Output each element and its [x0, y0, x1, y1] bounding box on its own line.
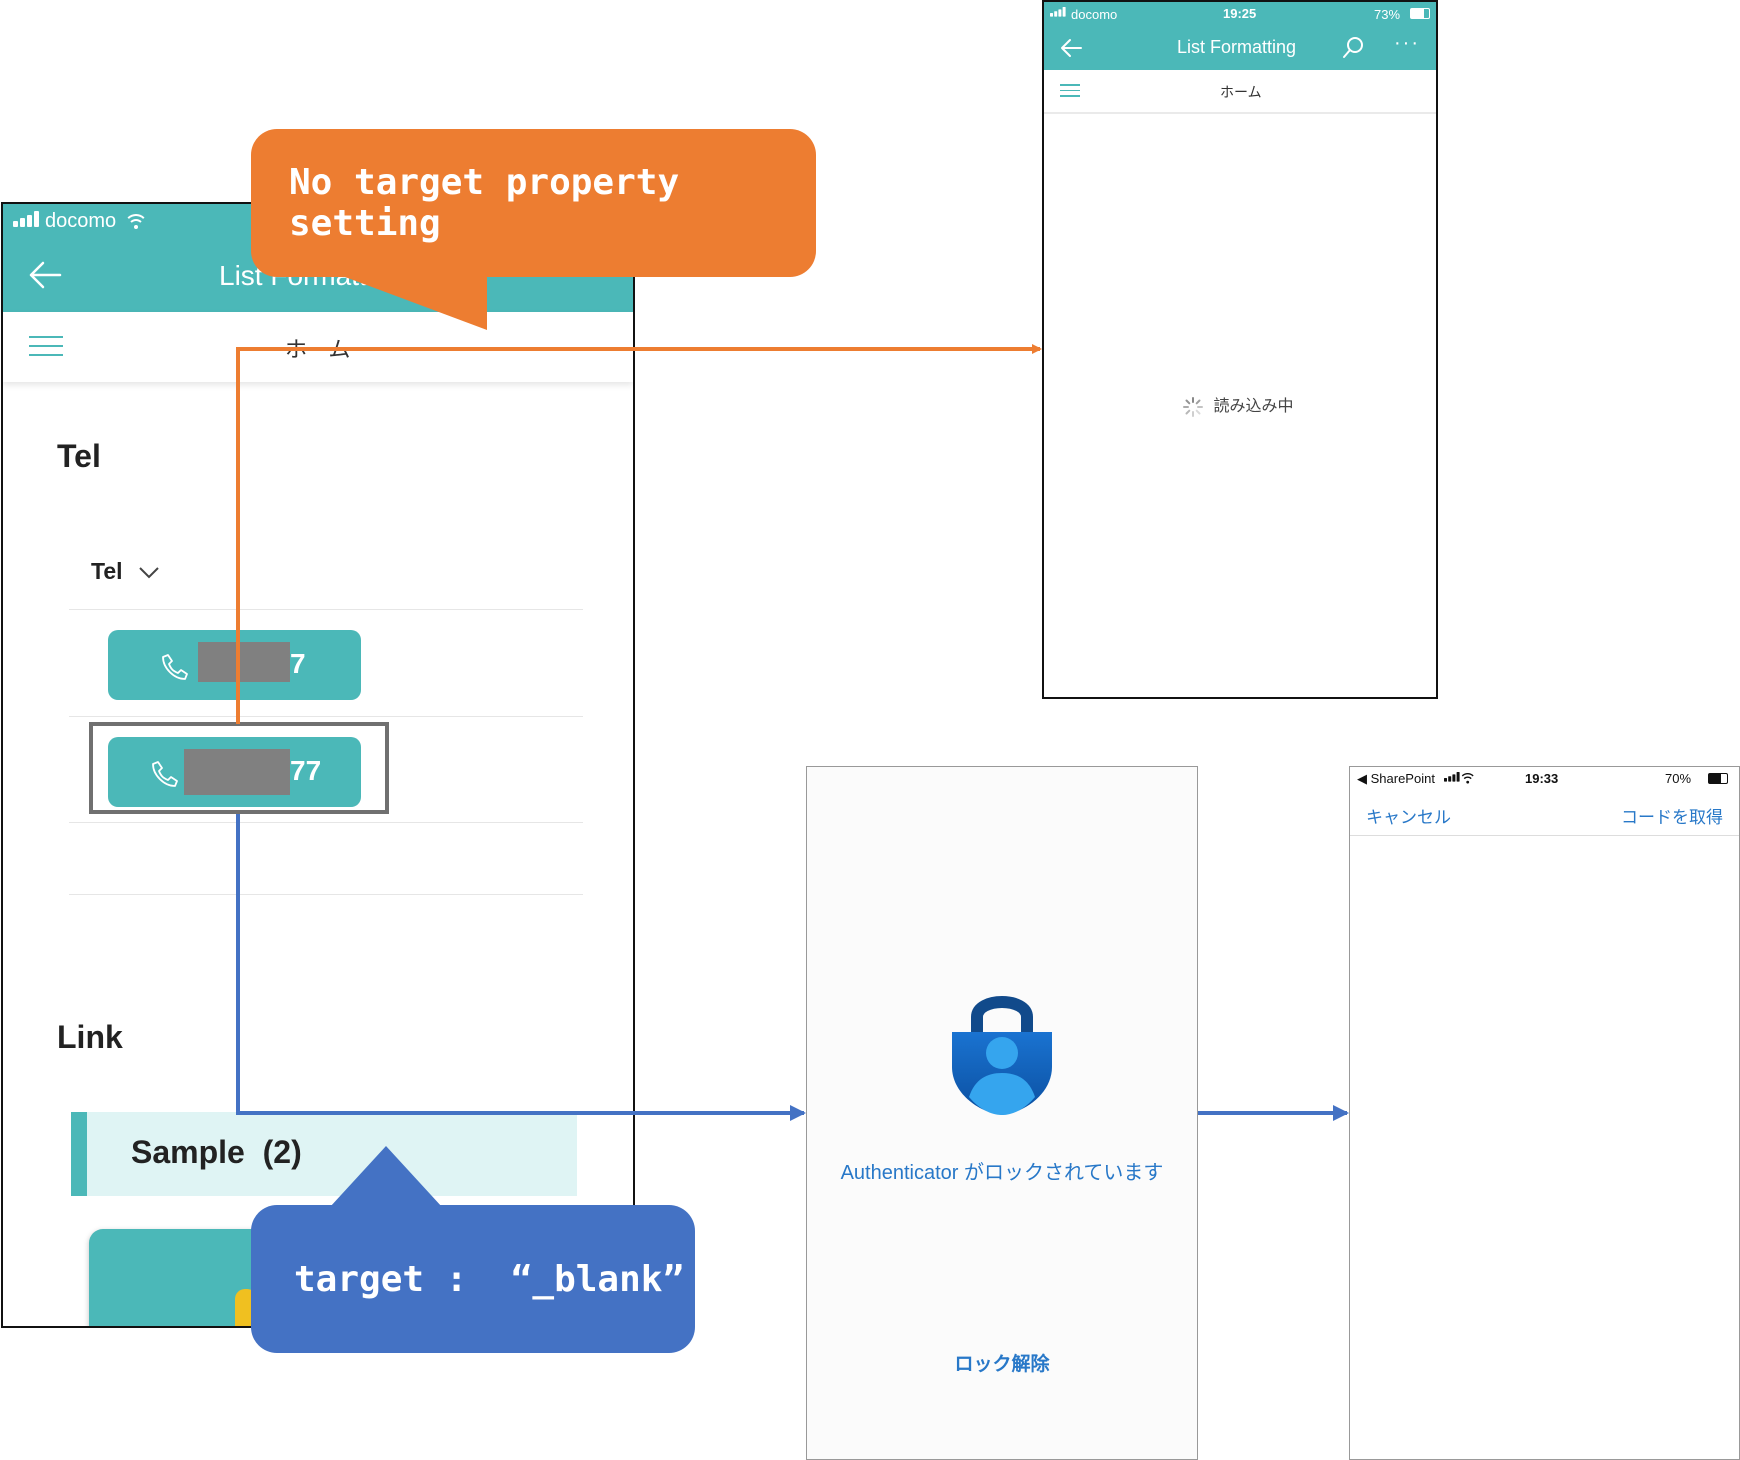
- group-header-label: Sample (2): [131, 1134, 302, 1170]
- battery-icon: [1410, 8, 1430, 19]
- group-header[interactable]: Sample (2): [71, 1112, 577, 1196]
- lock-message: Authenticator がロックされています: [840, 1162, 1164, 1184]
- status-time: 19:33: [1525, 771, 1559, 786]
- redaction-box: [198, 642, 290, 682]
- loading-text: 読み込み中: [1213, 398, 1294, 415]
- signal-bars-icon: [1050, 7, 1078, 26]
- phone-screenshot-loading: docomo 19:25 73% List Formatting ··· ホーム: [1042, 0, 1438, 699]
- battery-icon: [1708, 773, 1728, 784]
- loading-indicator: 読み込み中: [1183, 392, 1293, 417]
- chevron-down-icon: [139, 567, 159, 579]
- back-to-app-link[interactable]: ◀ SharePoint: [1357, 771, 1435, 786]
- spinner-icon: [1183, 396, 1203, 417]
- hamburger-icon[interactable]: [29, 336, 63, 363]
- status-bar: docomo 19:25 73%: [1044, 2, 1436, 26]
- row-divider: [69, 894, 583, 895]
- row-divider: [69, 716, 583, 717]
- carrier-label: docomo: [1071, 7, 1118, 22]
- signal-bars-icon: [1444, 772, 1472, 791]
- battery-percent: 73%: [1374, 7, 1401, 22]
- get-code-button[interactable]: コードを取得: [1621, 808, 1723, 827]
- cancel-button[interactable]: キャンセル: [1366, 808, 1451, 827]
- top-bar: キャンセル コードを取得: [1350, 791, 1739, 836]
- status-time: 19:25: [1223, 6, 1257, 21]
- arrow-left-icon[interactable]: [1060, 38, 1082, 58]
- wifi-icon: [124, 214, 148, 235]
- tel-number-suffix: 7: [290, 648, 306, 679]
- phone-screenshot-list-formatting: docomo List Formatting ホーム Tel Tel 7: [1, 202, 635, 1328]
- tel-number-suffix: 77: [290, 755, 322, 786]
- sub-nav-bar: ホーム: [3, 312, 633, 382]
- orange-callout-text: No target property setting: [289, 162, 680, 244]
- unlock-button[interactable]: ロック解除: [954, 1354, 1050, 1375]
- sub-nav-bar: ホーム: [1044, 70, 1436, 114]
- search-icon[interactable]: [1342, 36, 1364, 60]
- tel-column-label: Tel: [91, 558, 123, 584]
- blue-callout: target : “_blank”: [251, 1205, 695, 1353]
- hamburger-icon[interactable]: [1060, 84, 1080, 104]
- phone-screenshot-authenticator: Authenticator がロックされています ロック解除: [806, 766, 1198, 1460]
- arrow-left-icon[interactable]: [28, 260, 62, 290]
- orange-callout: No target property setting: [251, 129, 816, 277]
- carrier-label: docomo: [45, 210, 117, 232]
- signal-bars-icon: [13, 210, 41, 233]
- phone-screenshot-sharepoint: ◀ SharePoint 19:33 70% キャンセル コードを取得: [1349, 766, 1740, 1460]
- phone-icon: [152, 761, 178, 787]
- nav-bar: List Formatting ···: [1044, 26, 1436, 70]
- row-divider: [69, 609, 583, 610]
- authenticator-lock-icon: [952, 996, 1052, 1115]
- battery-percent: 70%: [1665, 771, 1692, 786]
- row-divider: [69, 822, 583, 823]
- tel-section-title: Tel: [57, 438, 101, 474]
- phone-icon: [162, 654, 188, 680]
- tel-call-button[interactable]: 7: [108, 630, 361, 700]
- tel-column-header[interactable]: Tel: [91, 558, 159, 585]
- link-section-title: Link: [57, 1019, 123, 1055]
- status-bar: ◀ SharePoint 19:33 70%: [1350, 767, 1739, 791]
- nav-title: List Formatting: [1177, 37, 1297, 57]
- highlight-frame: [89, 722, 389, 814]
- blue-callout-text: target : “_blank”: [294, 1258, 685, 1300]
- tel-call-button[interactable]: 77: [108, 737, 361, 807]
- wifi-icon: [1459, 773, 1477, 786]
- page-title: ホーム: [1220, 84, 1262, 100]
- more-dots-icon[interactable]: ···: [1394, 32, 1420, 54]
- page-title: ホーム: [285, 337, 351, 362]
- redaction-box: [184, 749, 290, 795]
